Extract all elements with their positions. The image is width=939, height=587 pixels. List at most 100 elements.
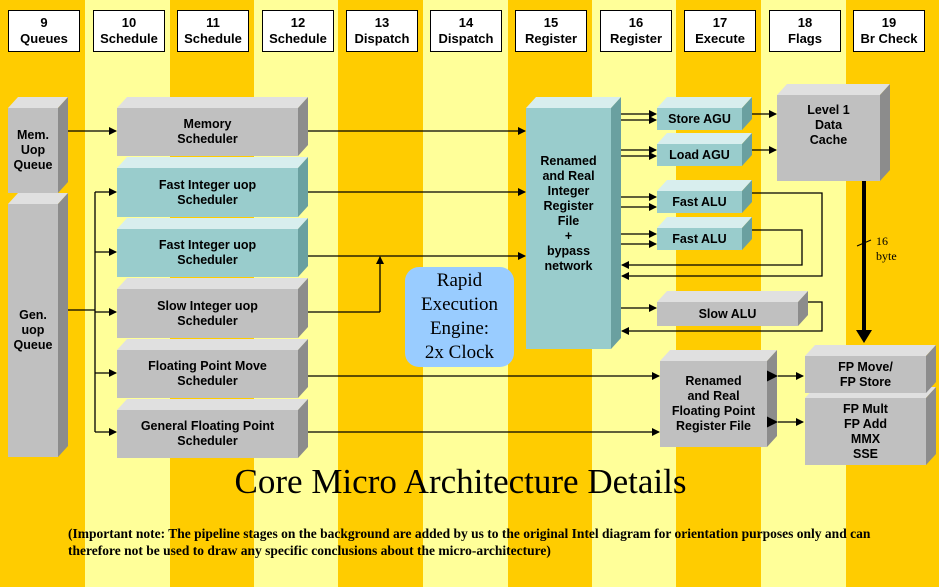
label-line: MMX <box>850 431 881 446</box>
stage-name: Schedule <box>269 31 327 46</box>
arrows <box>68 110 823 436</box>
stage-number: 12 <box>290 15 306 30</box>
fp-register-file: Renamed and Real Floating Point Register… <box>660 361 767 447</box>
stage-name: Schedule <box>184 31 242 46</box>
stage-number: 13 <box>374 15 390 30</box>
label-line: File <box>557 214 580 228</box>
label-line: FP Mult <box>843 401 888 416</box>
label-line: FP Move/ <box>838 359 893 374</box>
label-line: Uop <box>20 143 46 157</box>
label-line: Scheduler <box>177 434 238 448</box>
box-bevels <box>8 84 936 410</box>
stage-name: Register <box>524 31 578 46</box>
label-line: General Floating Point <box>140 419 275 433</box>
label-line: Floating Point <box>671 404 756 418</box>
stage-number: 14 <box>458 15 474 30</box>
label-line: Memory <box>183 117 232 131</box>
store-agu: Store AGU <box>657 108 742 130</box>
load-agu: Load AGU <box>657 144 742 166</box>
stage-number: 16 <box>628 15 644 30</box>
label-line: Scheduler <box>177 313 238 328</box>
label-line: 2x Clock <box>424 342 495 363</box>
label-line: Fast ALU <box>672 194 727 209</box>
label-line: Store AGU <box>668 111 731 126</box>
level1-data-cache: Level 1 Data Cache <box>777 95 880 181</box>
label-line: Scheduler <box>177 374 238 388</box>
label-line: Data <box>814 118 843 132</box>
label-line: Fast Integer uop <box>158 238 257 252</box>
stage-name: Queues <box>20 31 68 46</box>
fp-move-scheduler: Floating Point Move Scheduler <box>117 350 298 398</box>
mem-uop-queue: Mem. Uop Queue <box>8 108 58 193</box>
slow-integer-scheduler: Slow Integer uop Scheduler <box>117 289 298 338</box>
label-line: Fast ALU <box>672 231 727 246</box>
label-line: Scheduler <box>177 132 238 146</box>
label-line: Renamed <box>685 374 742 388</box>
label-line: Mem. <box>17 128 49 142</box>
label-line: Integer <box>547 184 590 198</box>
fp-exec-unit: FP Mult FP Add MMX SSE <box>805 398 926 465</box>
stage-number: 9 <box>40 15 48 30</box>
label-line: Engine: <box>429 318 490 339</box>
stage-name: Dispatch <box>438 31 494 46</box>
label-line: and Real <box>687 389 740 403</box>
stage-number: 17 <box>712 15 728 30</box>
label-line: Cache <box>809 133 848 147</box>
rapid-execution-engine-label: Rapid Execution Engine: 2x Clock <box>405 267 514 367</box>
label-line: Floating Point Move <box>148 359 267 373</box>
label-line: Slow ALU <box>698 306 757 321</box>
fast-alu-1: Fast ALU <box>657 191 742 213</box>
general-fp-scheduler: General Floating Point Scheduler <box>117 410 298 458</box>
label-line: Queue <box>13 158 53 172</box>
memory-scheduler: Memory Scheduler <box>117 108 298 156</box>
label-line: uop <box>21 323 45 337</box>
integer-register-file: Renamed and Real Integer Register File +… <box>526 108 611 349</box>
label-line: SSE <box>852 446 878 461</box>
label-line: and Real <box>542 169 595 183</box>
fast-alu-2: Fast ALU <box>657 228 742 250</box>
label-line: Scheduler <box>177 253 238 267</box>
label-line: Execution <box>420 294 499 315</box>
stage-name: Dispatch <box>354 31 410 46</box>
stage-number: 11 <box>206 15 220 30</box>
stage-name: Execute <box>695 31 745 46</box>
gen-uop-queue: Gen. uop Queue <box>8 204 58 457</box>
label-line: Rapid <box>436 270 483 291</box>
label-line: Scheduler <box>177 192 238 207</box>
stage-number: 10 <box>121 15 137 30</box>
label-line: Register File <box>675 419 752 433</box>
label-line: Queue <box>13 338 53 352</box>
label-line: + <box>564 229 573 243</box>
label-line: FP Add <box>843 416 888 431</box>
label-line: Renamed <box>540 154 597 168</box>
diagram-title: Core Micro Architecture Details <box>234 462 687 501</box>
footnote: (Important note: The pipeline stages on … <box>68 526 871 558</box>
box-sides <box>58 84 936 465</box>
stage-name: Br Check <box>860 31 918 46</box>
label-line: Register <box>543 199 594 213</box>
stage-number: 19 <box>881 15 897 30</box>
stage-number: 18 <box>797 15 813 30</box>
bus-width-label: 16 byte <box>876 234 897 264</box>
label-line: 16 <box>876 234 888 248</box>
fast-integer-scheduler-2: Fast Integer uop Scheduler <box>117 229 298 277</box>
label-line: Load AGU <box>669 147 730 162</box>
stage-name: Flags <box>788 31 822 46</box>
stage-name: Register <box>609 31 663 46</box>
label-line: Gen. <box>19 308 47 322</box>
fp-move-store-unit: FP Move/ FP Store <box>805 356 926 393</box>
label-line: byte <box>876 249 897 263</box>
cache-bus-arrowhead <box>856 330 872 343</box>
label-line: bypass <box>546 244 591 258</box>
label-line: FP Store <box>839 374 892 389</box>
